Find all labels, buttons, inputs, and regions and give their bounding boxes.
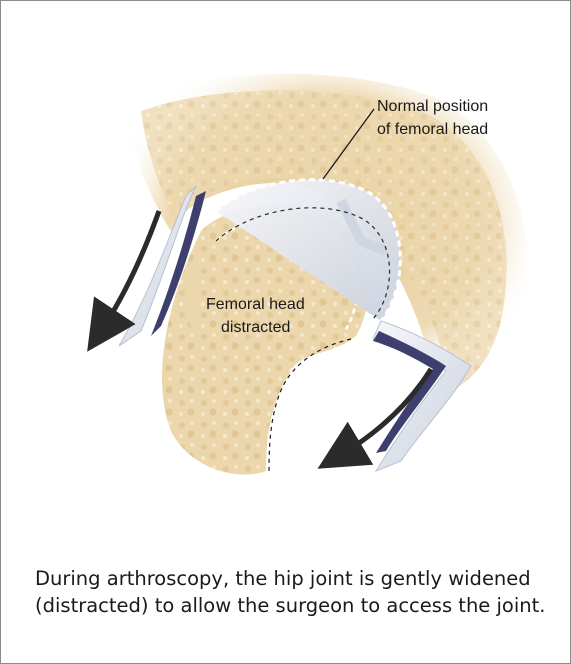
femoral-distracted-label-line1: Femoral head: [206, 296, 305, 313]
hip-joint-illustration: Normal position of femoral head Femoral …: [1, 1, 570, 541]
figure-caption: During arthroscopy, the hip joint is gen…: [35, 565, 565, 619]
femoral-distracted-label-line2: distracted: [221, 319, 290, 336]
left-distraction-arrow: [101, 211, 159, 331]
normal-position-label-line2: of femoral head: [377, 121, 488, 138]
normal-position-label-line1: Normal position: [377, 98, 488, 115]
